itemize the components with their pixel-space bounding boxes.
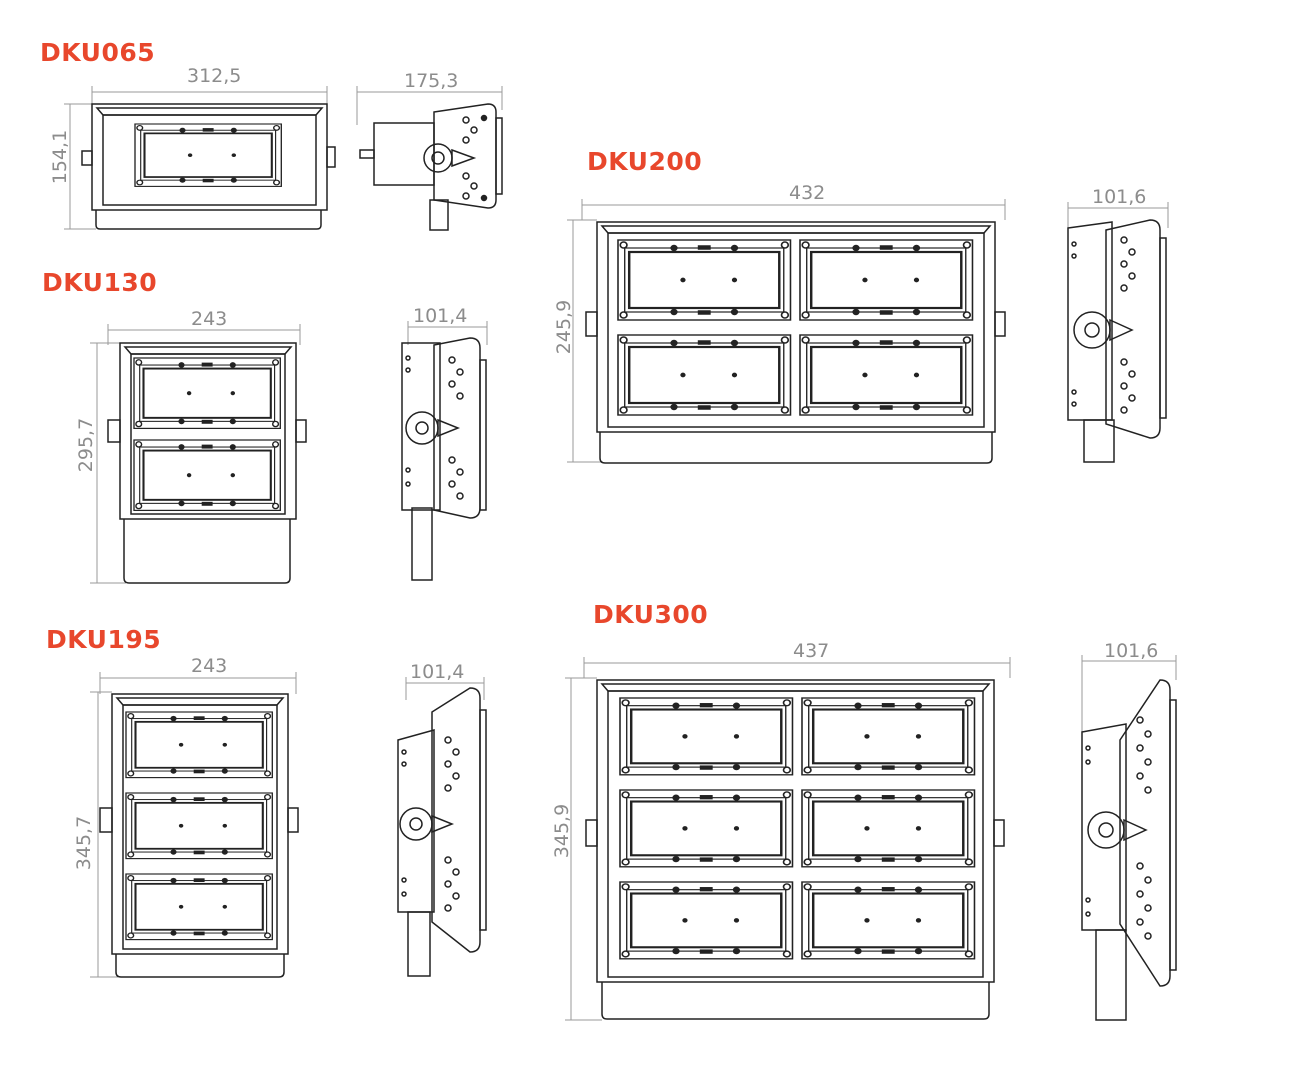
model-title-dku195: DKU195	[46, 625, 162, 654]
dku065-front-view	[64, 86, 336, 230]
dku130-side-view	[401, 321, 488, 581]
dku065-depth-label: 175,3	[404, 70, 459, 92]
model-title-dku300: DKU300	[593, 600, 709, 629]
dku130-width-label: 243	[191, 308, 228, 330]
dku195-side-view	[397, 677, 487, 977]
dku200-front-view	[567, 199, 1006, 464]
dku130-depth-label: 101,4	[413, 305, 468, 327]
dku065-width-label: 312,5	[187, 65, 242, 87]
dku065-side-view	[356, 86, 503, 231]
dku300-front-view	[565, 657, 1011, 1021]
dku195-depth-label: 101,4	[410, 661, 465, 683]
dku200-depth-label: 101,6	[1092, 186, 1147, 208]
model-title-dku200: DKU200	[587, 147, 703, 176]
dku130-front-view	[90, 324, 307, 584]
model-title-dku130: DKU130	[42, 268, 158, 297]
dku195-width-label: 243	[191, 655, 228, 677]
dku300-width-label: 437	[793, 640, 830, 662]
dku200-side-view	[1067, 202, 1169, 463]
dku300-side-view	[1081, 655, 1177, 1021]
dku300-depth-label: 101,6	[1104, 640, 1159, 662]
dku200-width-label: 432	[789, 182, 826, 204]
model-title-dku065: DKU065	[40, 38, 156, 67]
dku195-front-view	[90, 672, 299, 978]
